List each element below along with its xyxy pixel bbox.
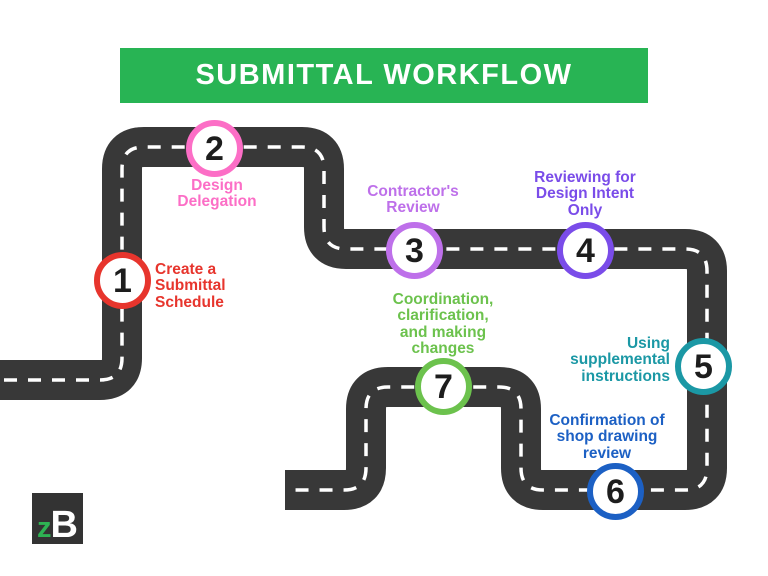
step-4-number: 4 [576,231,595,270]
step-5-label: Using supplemental instructions [570,335,670,385]
step-6-marker: 6 [587,463,644,520]
step-7-label: Coordination, clarification, and making … [392,291,494,358]
step-6-number: 6 [606,472,625,511]
step-1-marker: 1 [94,252,151,309]
step-3-label: Contractor's Review [367,183,459,217]
step-2-label: Design Delegation [177,177,257,211]
step-1-label: Create a Submittal Schedule [155,261,226,311]
step-4-marker: 4 [557,222,614,279]
step-3-number: 3 [405,231,424,270]
logo-letter-b: B [50,503,78,546]
step-5-marker: 5 [675,338,732,395]
step-2-marker: 2 [186,120,243,177]
step-2-number: 2 [205,129,224,168]
brand-logo: z B [32,493,83,544]
step-4-label: Reviewing for Design Intent Only [534,169,636,219]
step-3-marker: 3 [386,222,443,279]
title-banner: SUBMITTAL WORKFLOW [120,48,648,103]
step-6-label: Confirmation of shop drawing review [549,412,665,462]
step-5-number: 5 [694,347,713,386]
step-7-marker: 7 [415,358,472,415]
page-title: SUBMITTAL WORKFLOW [195,59,573,91]
step-1-number: 1 [113,261,132,300]
logo-letter-z: z [37,511,52,544]
step-7-number: 7 [434,367,453,406]
